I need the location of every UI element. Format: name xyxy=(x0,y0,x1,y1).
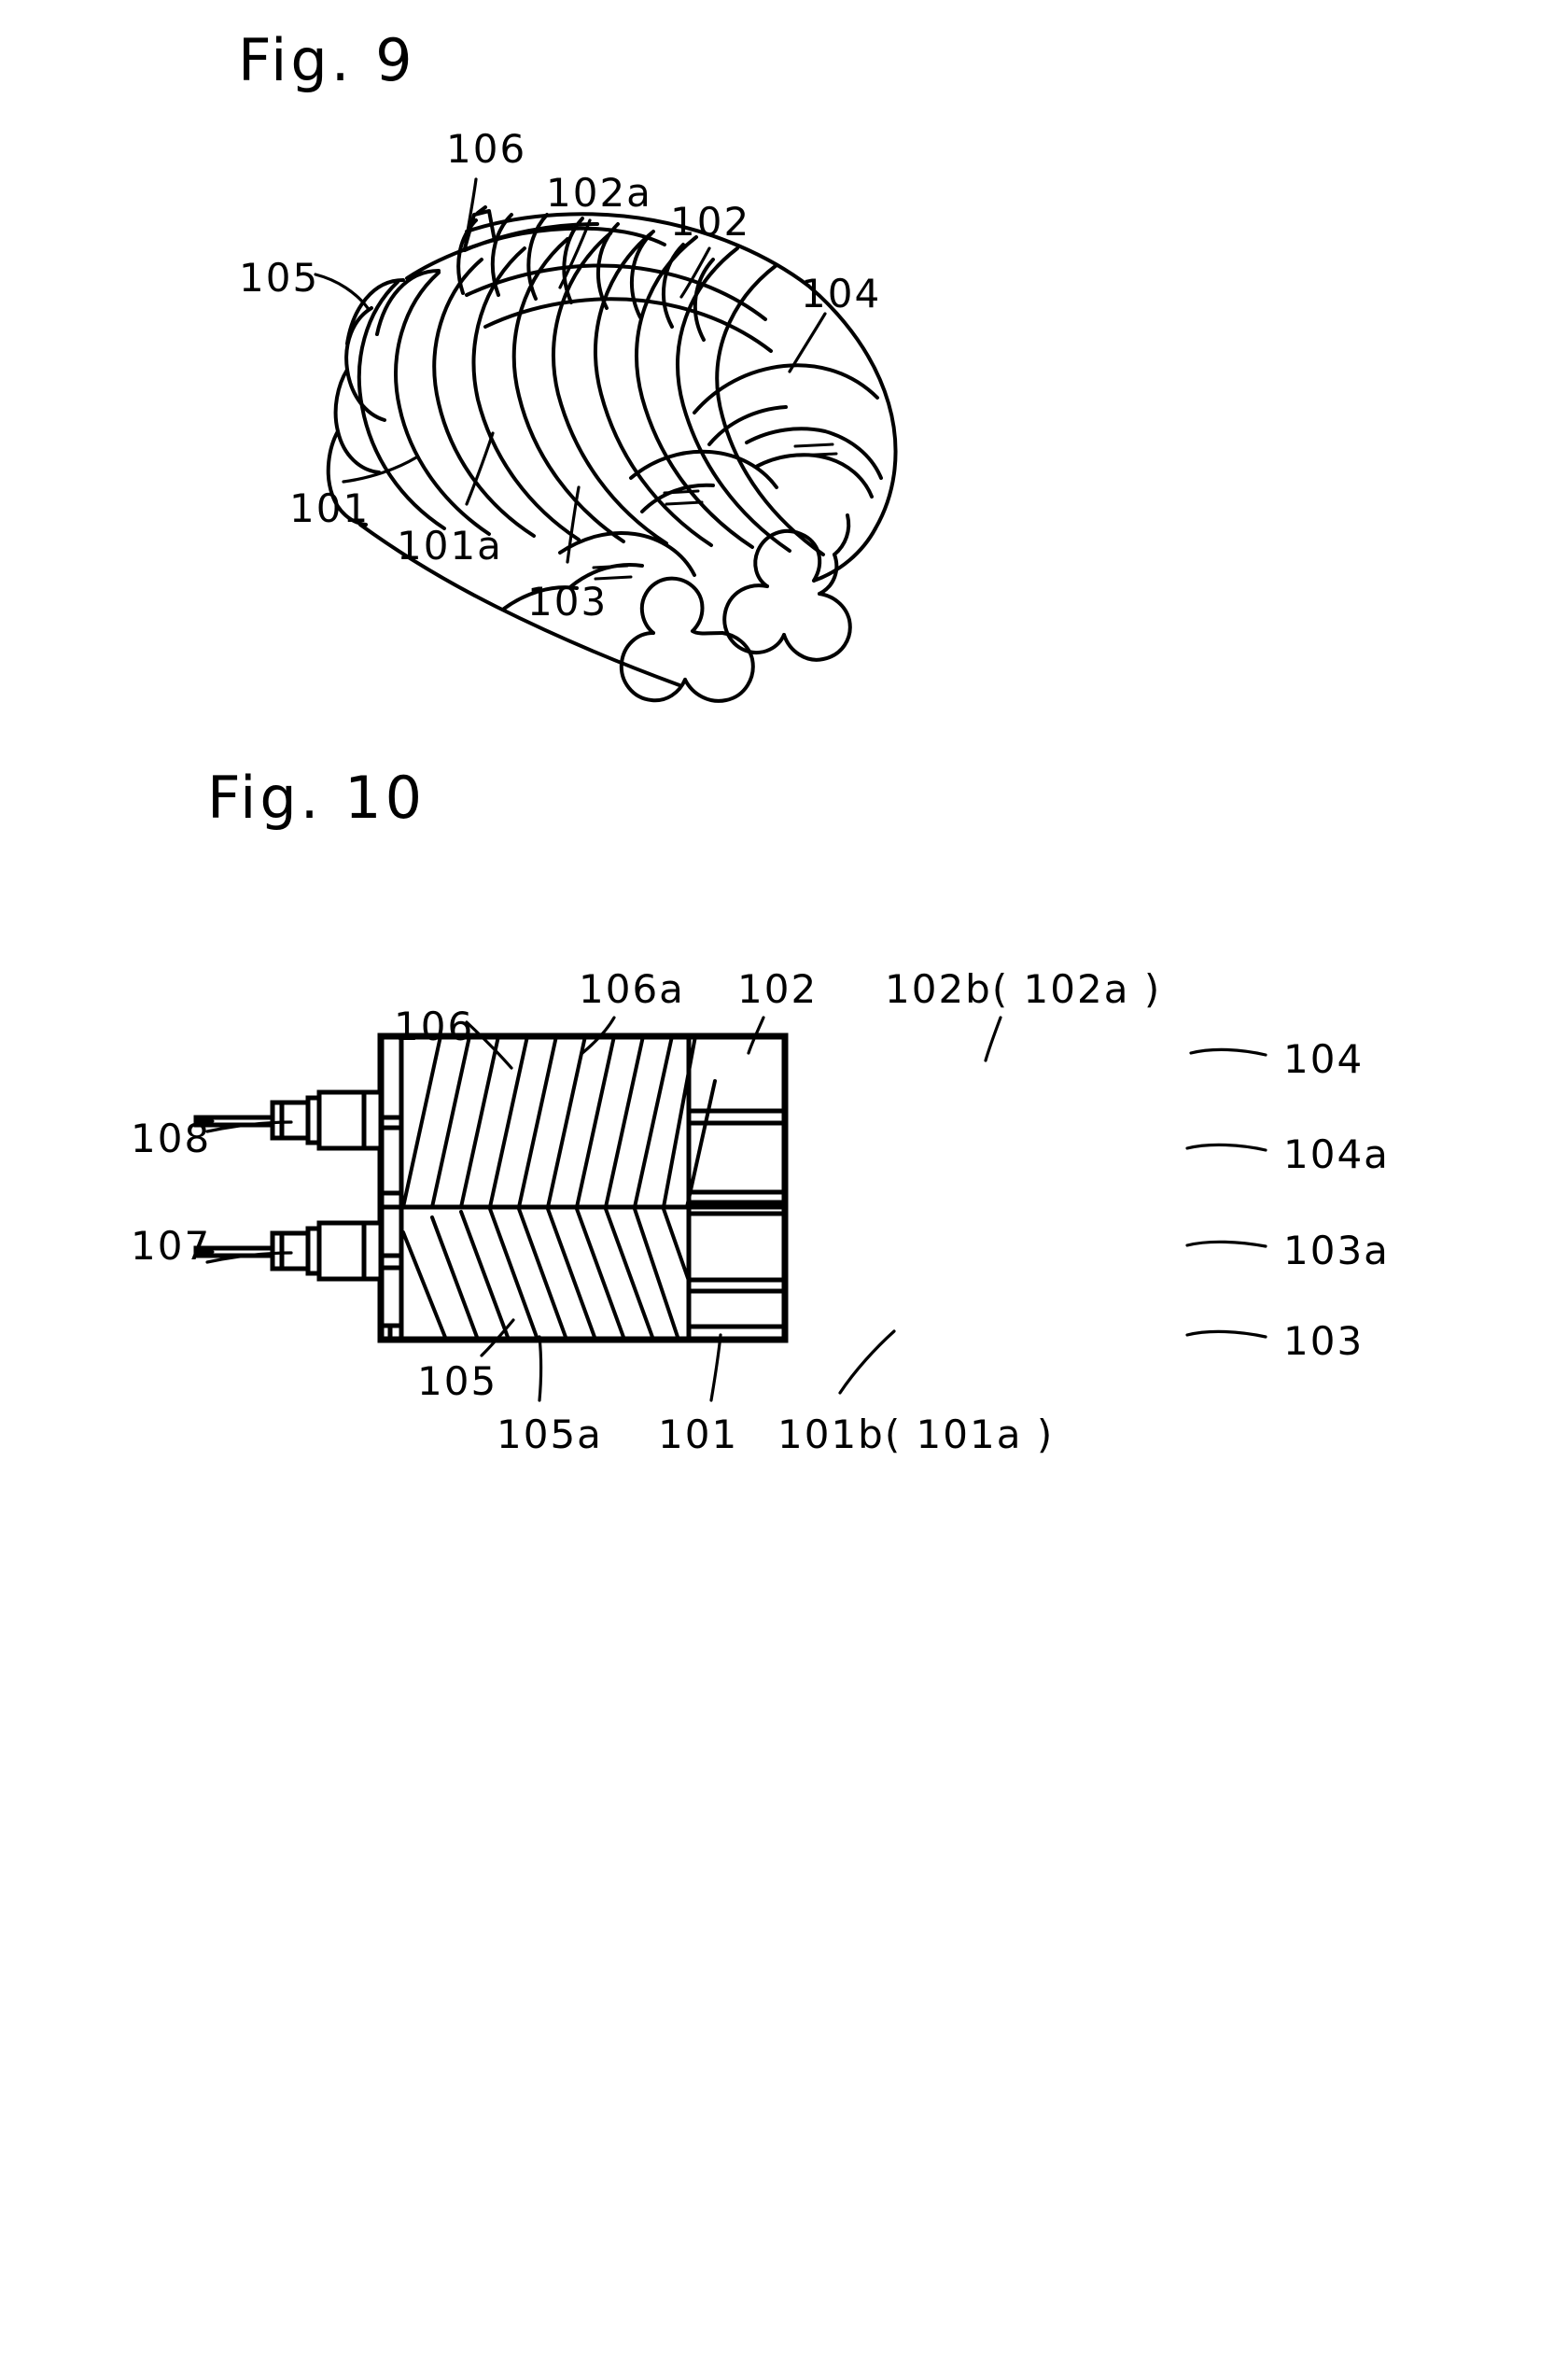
fig9-ref-103: 103 xyxy=(527,579,609,625)
fig10-housing-block xyxy=(377,1032,789,1343)
fig10-ref-106a: 106a xyxy=(579,966,685,1012)
fig9-ref-105: 105 xyxy=(239,255,320,301)
fig10-shaft-connector-108 xyxy=(193,1089,384,1151)
fig10-ref-108: 108 xyxy=(131,1116,212,1161)
fig10-ref-103: 103 xyxy=(1283,1318,1365,1364)
fig10-ref-102: 102 xyxy=(737,966,819,1012)
fig10-leader-lines xyxy=(205,1016,1267,1402)
fig9-ref-101: 101 xyxy=(289,485,371,531)
fig10-shaft-connector-107 xyxy=(193,1220,384,1282)
fig10-ref-104a: 104a xyxy=(1283,1131,1390,1177)
fig9-ref-106: 106 xyxy=(446,126,527,172)
fig10-ref-102b: 102b( 102a ) xyxy=(885,966,1162,1012)
fig9-ref-101a: 101a xyxy=(397,523,503,569)
fig10-ref-106: 106 xyxy=(394,1004,475,1049)
fig10-ref-105: 105 xyxy=(417,1358,498,1404)
fig9-ref-102: 102 xyxy=(670,199,751,245)
fig9-ref-104: 104 xyxy=(801,271,882,316)
fig10-ref-101b: 101b( 101a ) xyxy=(777,1412,1055,1457)
fig10-ref-107: 107 xyxy=(131,1223,212,1269)
fig10-ref-104: 104 xyxy=(1283,1036,1365,1082)
fig10-ref-103a: 103a xyxy=(1283,1228,1390,1273)
figure-10-title: Fig. 10 xyxy=(207,764,427,832)
fig9-ref-102a: 102a xyxy=(546,170,652,216)
figure-9-title: Fig. 9 xyxy=(238,26,416,94)
fig10-ref-105a: 105a xyxy=(497,1412,603,1457)
fig10-upper-hatch xyxy=(401,1034,717,1209)
fig10-ref-101: 101 xyxy=(658,1412,739,1457)
fig10-lower-hatch xyxy=(401,1207,691,1342)
